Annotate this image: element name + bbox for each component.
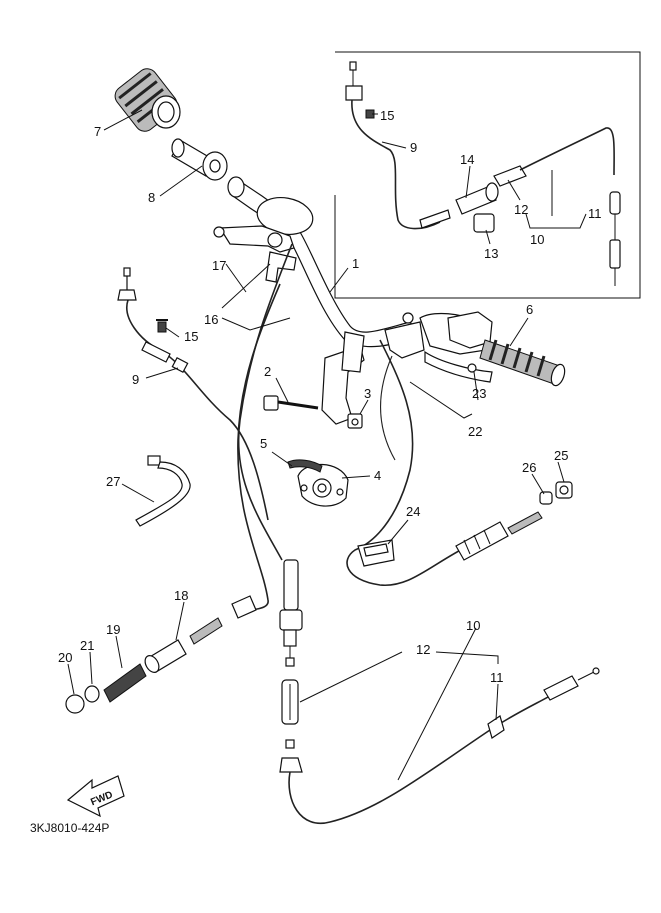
adjuster-assembly-18 [144,595,257,673]
callout-25: 25 [554,448,568,463]
callout-22: 22 [468,424,482,439]
cable-boot-right [455,511,543,561]
nut-part-20 [65,694,85,714]
callout-9-left: 9 [132,372,139,387]
inset-throttle-housing [455,127,621,286]
inset-throttle-cable [345,61,451,230]
callout-2: 2 [264,364,271,379]
callout-23: 23 [472,386,486,401]
cable-end-fitting-left [117,267,189,374]
callout-15-inset: 15 [380,108,394,123]
holder-part-24 [357,539,395,567]
callout-13: 13 [484,246,498,261]
screw-part-15 [156,319,168,333]
callout-4: 4 [374,468,381,483]
diagram-code: 3KJ8010-424P [30,821,109,835]
callout-20: 20 [58,650,72,665]
callout-8: 8 [148,190,155,205]
callout-11-inset: 11 [588,206,602,221]
band-part-5 [287,459,323,473]
callout-6: 6 [526,302,533,317]
callout-14: 14 [460,152,474,167]
callout-12-bottom: 12 [416,642,430,657]
callout-10-inset: 10 [530,232,544,247]
callout-21: 21 [80,638,94,653]
callout-3: 3 [364,386,371,401]
callout-16: 16 [204,312,218,327]
brake-cable-9 [126,299,269,521]
spring-part-19 [103,663,147,703]
throttle-cable-lower [279,559,303,667]
callout-24: 24 [406,504,420,519]
fwd-arrow-icon: FWD [66,775,125,818]
callout-27: 27 [106,474,120,489]
bolt-part-2 [263,395,319,411]
clutch-cable-main [237,283,281,611]
callout-7: 7 [94,124,101,139]
callout-5: 5 [260,436,267,451]
handlebar-part-1 [227,176,421,348]
grip-part-6 [479,339,566,387]
clamp-part-4 [297,463,349,507]
throttle-tube-part-8 [171,138,228,181]
callout-26: 26 [522,460,536,475]
lever-bracket-part-3 [321,331,365,429]
callout-11-bottom: 11 [490,670,504,685]
grip-part-7 [114,68,181,132]
callout-17: 17 [212,258,226,273]
callout-12-inset: 12 [514,202,528,217]
collar-part-21 [84,685,100,703]
callout-labels: 7 8 1 2 3 4 5 6 27 9 15 17 16 23 22 24 2… [58,108,602,685]
adjuster-parts-25-26 [539,481,573,505]
callout-9-inset: 9 [410,140,417,155]
cable-assembly-10-bottom [279,667,600,825]
callout-19: 19 [106,622,120,637]
callout-10-bottom: 10 [466,618,480,633]
leader-lines [67,109,587,781]
lever-holder-part-17 [213,225,297,283]
switch-housing-part-23 [384,311,493,383]
choke-cable-left [380,355,396,461]
inset-frame [334,51,641,299]
cable-tie-part-27 [135,455,191,527]
callout-18: 18 [174,588,188,603]
callout-15-left: 15 [184,329,198,344]
callout-1: 1 [352,256,359,271]
